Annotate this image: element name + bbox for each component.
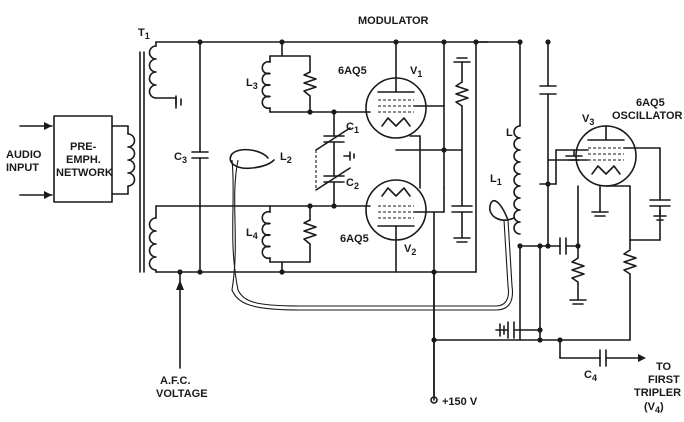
l4-tank-wiring (269, 205, 371, 273)
afc-label-2: VOLTAGE (156, 388, 208, 400)
c4-label: C4 (584, 369, 597, 383)
capacitor-plate-tuning-icon (539, 85, 557, 95)
v2-label: V2 (404, 243, 416, 257)
modulator-label: MODULATOR (358, 15, 429, 27)
twisted-pair-link-icon (231, 159, 514, 311)
output-label-1: TO (656, 361, 672, 373)
v1-label: V1 (410, 65, 422, 79)
resistor-l3-icon (303, 71, 317, 97)
tube-v1-icon (365, 77, 427, 139)
l4-label: L4 (246, 227, 258, 241)
t1-lower-secondary-coil-icon (148, 217, 157, 271)
l-label: L (506, 127, 513, 139)
inductor-l-icon (513, 125, 521, 235)
l1-label: L1 (490, 173, 502, 187)
inductor-l1-loop-icon (489, 199, 515, 221)
t1-primary-coil-icon (127, 133, 136, 187)
c1-label: C1 (346, 121, 359, 135)
audio-input-label-2: INPUT (6, 162, 39, 174)
oscillator-wiring (547, 147, 671, 241)
resistor-l4-icon (303, 219, 317, 245)
modulator-wiring (395, 41, 463, 401)
l3-label: L3 (246, 77, 258, 91)
network-output-leads (111, 125, 129, 195)
inductor-l3-icon (261, 60, 271, 110)
capacitor-v2-bypass-icon (451, 205, 473, 243)
grid-leak-network-icon (559, 185, 587, 305)
inductor-l2-loop-icon (229, 148, 275, 170)
network-label-2: EMPH. (66, 154, 101, 166)
v1-tube-type-label: 6AQ5 (338, 65, 367, 77)
network-label-3: NETWORK (56, 167, 113, 179)
junction-dots (177, 39, 581, 343)
output-wiring (433, 339, 646, 367)
t1-upper-secondary-coil-icon (148, 45, 157, 99)
network-label-1: PRE- (70, 141, 97, 153)
t1-secondary-wiring (155, 41, 489, 273)
pre-emphasis-network-box (53, 115, 113, 203)
oscillator-tank-wiring (433, 41, 561, 341)
tube-v2-icon (365, 179, 427, 241)
oscillator-tube-type-label: 6AQ5 (636, 97, 665, 109)
t1-label: T1 (138, 27, 150, 41)
b-plus-label: +150 V (442, 396, 478, 408)
afc-lead (176, 271, 184, 369)
tube-v3-icon (575, 125, 637, 187)
afc-label-1: A.F.C. (160, 375, 191, 387)
output-label-2: FIRST (648, 374, 680, 386)
output-label-3: TRIPLER (634, 387, 681, 399)
b-plus-terminal-icon (430, 271, 438, 404)
l3-tank-wiring (269, 41, 371, 113)
oscillator-label: OSCILLATOR (612, 110, 683, 122)
v2-tube-type-label: 6AQ5 (340, 233, 369, 245)
resistor-v1-grid-icon (455, 81, 469, 127)
supply-bypass-capacitor-icon (495, 321, 541, 339)
audio-input-leads (19, 122, 53, 199)
ground-icon (175, 95, 182, 109)
c2-label: C2 (346, 177, 359, 191)
inductor-l4-icon (261, 210, 271, 260)
v3-label: V3 (582, 113, 594, 127)
resistor-oscillator-plate-icon (623, 239, 637, 341)
c3-label: C3 (174, 151, 187, 165)
l2-label: L2 (280, 151, 292, 165)
ground-v1-icon (453, 57, 471, 83)
output-label-4: (V4) (644, 401, 664, 415)
capacitor-c1-c2-icon (315, 111, 355, 207)
t1-core-icon (139, 51, 145, 273)
capacitor-c3-icon (191, 41, 209, 273)
audio-input-label-1: AUDIO (6, 149, 42, 161)
